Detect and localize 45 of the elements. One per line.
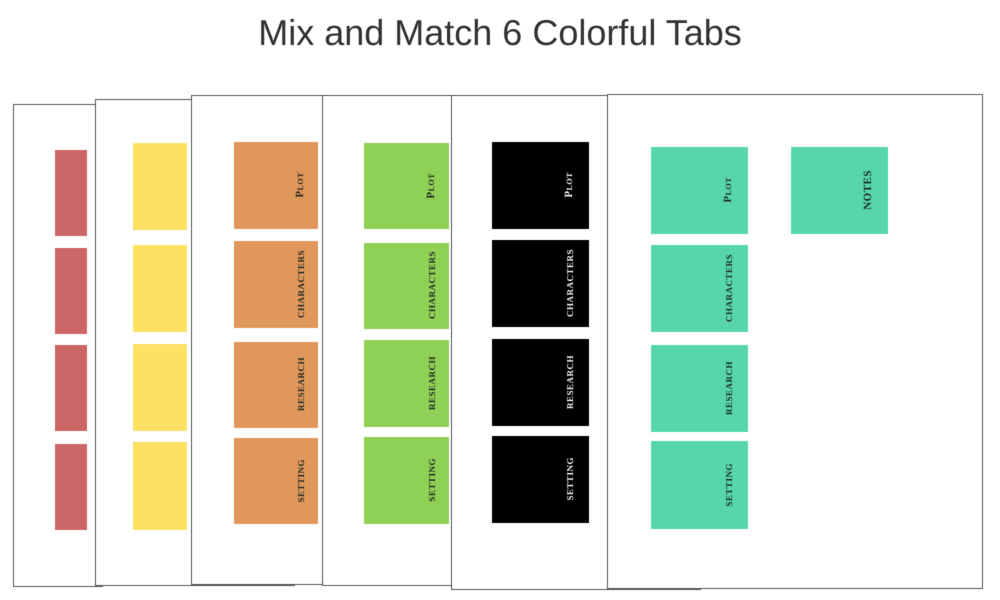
colored-tab bbox=[234, 438, 318, 524]
colored-tab bbox=[234, 240, 318, 328]
tab-label: NOTES bbox=[862, 170, 874, 210]
tab-label: Plot bbox=[722, 177, 734, 203]
colored-tab bbox=[492, 240, 588, 326]
tab-label: RESEARCH bbox=[564, 354, 574, 409]
tab-label: Plot bbox=[424, 172, 436, 198]
tab-label: Plot bbox=[562, 172, 574, 198]
tab-label: SETTING bbox=[426, 458, 436, 502]
colored-tab bbox=[132, 344, 186, 430]
tab-label: SETTING bbox=[564, 457, 574, 501]
colored-tab bbox=[650, 344, 748, 432]
tab-label: SETTING bbox=[724, 462, 734, 506]
colored-tab bbox=[364, 242, 448, 328]
page-sheet bbox=[13, 104, 103, 587]
colored-tab bbox=[54, 150, 86, 236]
tab-label: CHARACTERS bbox=[564, 248, 574, 317]
colored-tab bbox=[132, 244, 186, 332]
tab-label: RESEARCH bbox=[426, 356, 436, 410]
colored-tab bbox=[54, 344, 86, 430]
colored-tab bbox=[54, 248, 86, 334]
tab-label: CHARACTERS bbox=[296, 250, 306, 318]
tab-label: SETTING bbox=[296, 458, 306, 502]
colored-tab bbox=[364, 142, 448, 228]
colored-tab bbox=[132, 142, 186, 230]
colored-tab bbox=[132, 442, 186, 530]
colored-tab bbox=[234, 342, 318, 428]
colored-tab bbox=[234, 142, 318, 228]
colored-tab bbox=[492, 142, 588, 228]
colored-tab bbox=[650, 146, 748, 234]
colored-tab bbox=[364, 340, 448, 426]
colored-tab bbox=[650, 244, 748, 332]
colored-tab bbox=[492, 338, 588, 426]
colored-tab bbox=[492, 436, 588, 522]
title: Mix and Match 6 Colorful Tabs bbox=[257, 12, 743, 54]
colored-tab bbox=[650, 440, 748, 528]
tab-label: CHARACTERS bbox=[724, 254, 734, 322]
tab-label: RESEARCH bbox=[296, 357, 306, 412]
tab-label: Plot bbox=[294, 172, 306, 198]
colored-tab bbox=[364, 436, 448, 524]
colored-tab bbox=[54, 444, 86, 530]
tab-label: RESEARCH bbox=[724, 360, 734, 415]
tab-label: CHARACTERS bbox=[426, 251, 436, 320]
colored-tab bbox=[790, 146, 888, 234]
page-sheet bbox=[607, 94, 983, 589]
